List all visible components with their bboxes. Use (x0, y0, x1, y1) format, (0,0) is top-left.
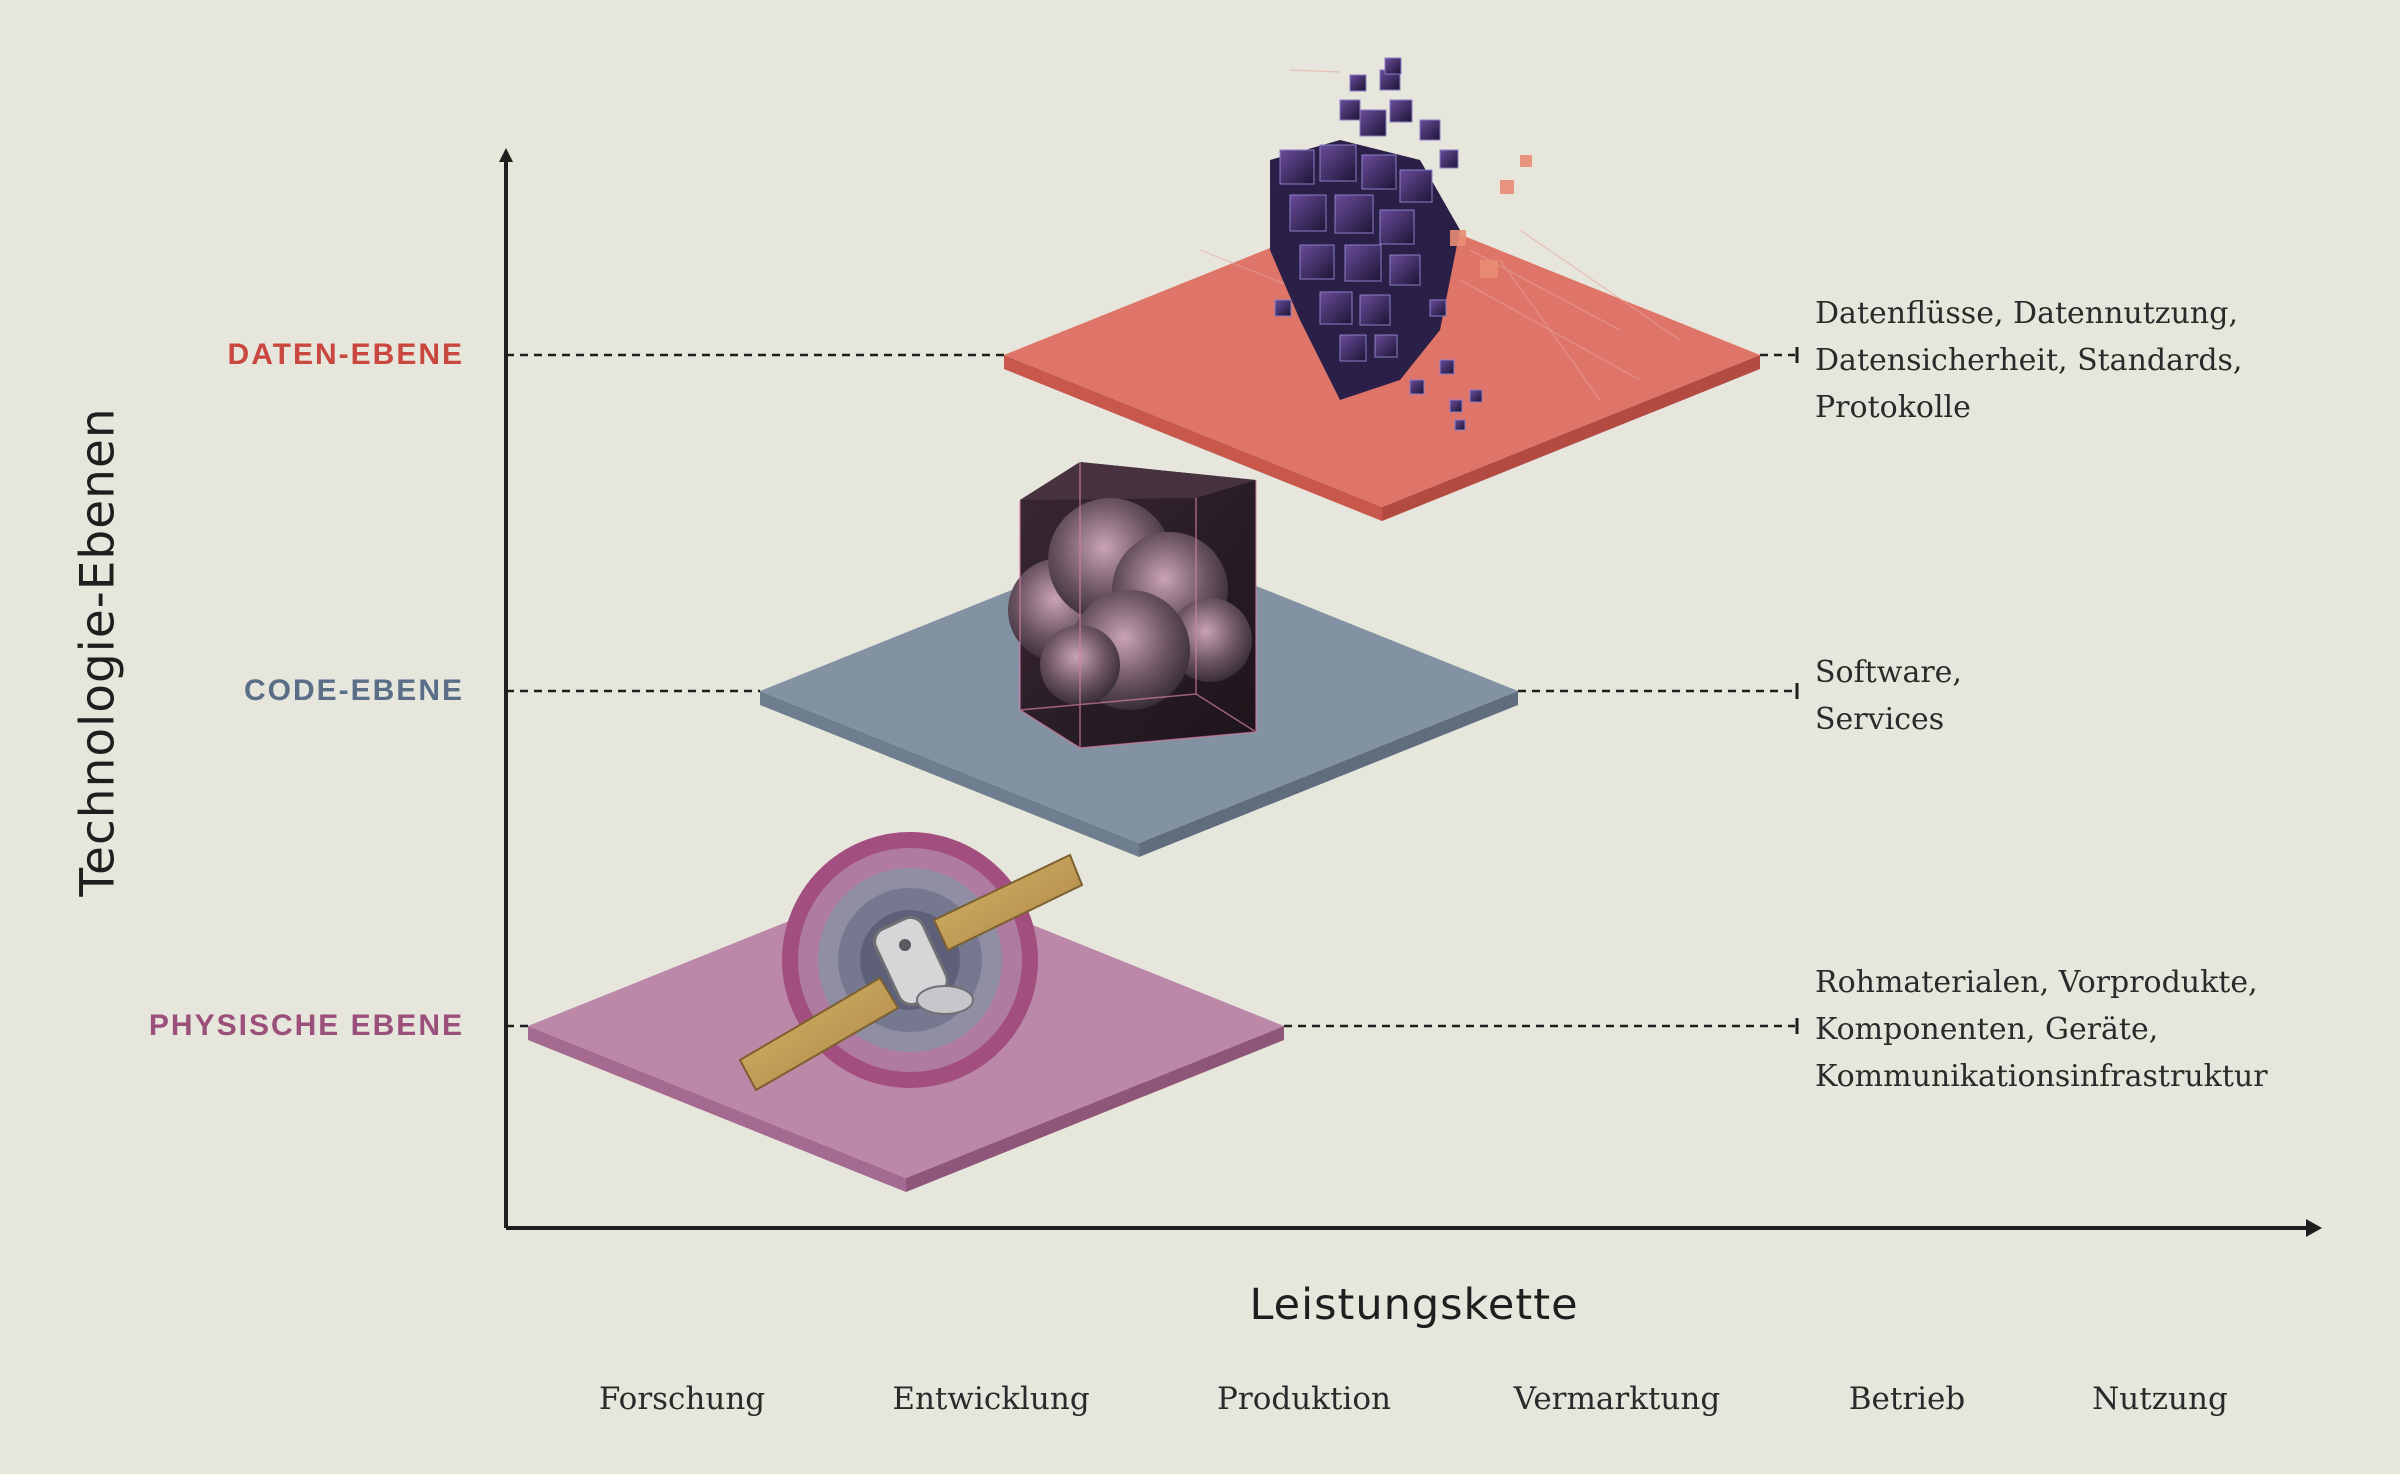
description-line: Services (1815, 702, 1945, 737)
layer-description-physical: Rohmaterialen, Vorprodukte, Komponenten,… (1815, 959, 2268, 1100)
stage-label-nutzung: Nutzung (2092, 1381, 2228, 1417)
y-axis-arrow-icon (499, 148, 513, 162)
description-line: Software, (1815, 655, 1962, 690)
data-cubes-icon (1199, 57, 1681, 431)
layer-label-physical: PHYSISCHE EBENE (148, 1009, 464, 1042)
description-line: Datensicherheit, Standards, (1815, 343, 2243, 378)
description-line: Rohmaterialen, Vorprodukte, (1815, 965, 2258, 1000)
leader-lines (506, 353, 1795, 1028)
layer-description-code: Software, Services (1815, 649, 1962, 743)
x-axis-title: Leistungskette (1249, 1280, 1579, 1330)
stage-label-forschung: Forschung (598, 1381, 766, 1417)
stage-label-entwicklung: Entwicklung (892, 1381, 1090, 1417)
stage-label-betrieb: Betrieb (1848, 1381, 1966, 1417)
description-line: Komponenten, Geräte, (1815, 1012, 2159, 1047)
description-line: Protokolle (1815, 390, 1971, 425)
y-axis-title: Technologie-Ebenen (70, 407, 126, 897)
layer-label-data: DATEN-EBENE (227, 338, 464, 371)
x-axis-arrow-icon (2306, 1219, 2322, 1237)
stage-label-produktion: Produktion (1217, 1381, 1391, 1417)
layer-label-code: CODE-EBENE (243, 674, 464, 707)
cloud-cube-icon (1008, 462, 1257, 749)
description-line: Kommunikationsinfrastruktur (1815, 1059, 2268, 1094)
layer-description-data: Datenflüsse, Datennutzung, Datensicherhe… (1815, 290, 2242, 431)
satellite-icon (738, 832, 1084, 1092)
description-line: Datenflüsse, Datennutzung, (1815, 296, 2238, 331)
stage-label-vermarktung: Vermarktung (1513, 1381, 1721, 1417)
